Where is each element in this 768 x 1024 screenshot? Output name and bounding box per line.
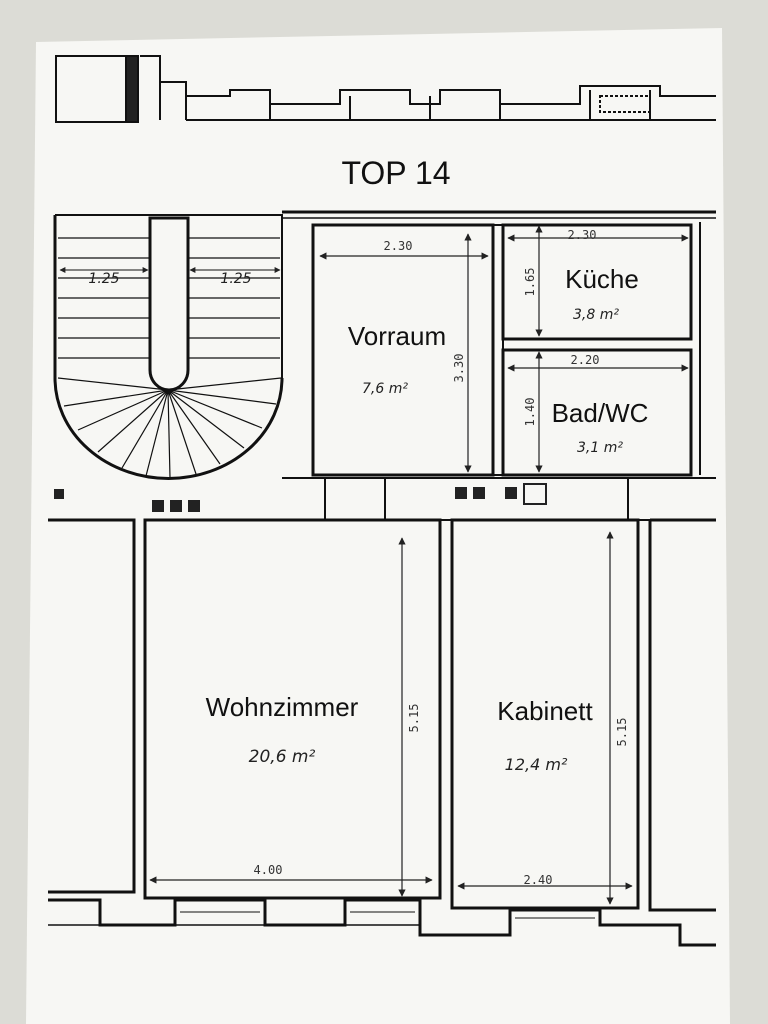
room-area-wohnzimmer: 20,6 m² — [249, 747, 316, 767]
room-area-kabinett: 12,4 m² — [505, 755, 568, 774]
dim-bad-depth: 1.40 — [523, 398, 537, 427]
upper-strip — [55, 55, 716, 123]
room-name-kabinett: Kabinett — [497, 696, 593, 726]
dim-wohnzimmer-width: 4.00 — [254, 863, 283, 877]
paper-sheet — [26, 28, 730, 1024]
stair-width-left: 1.25 — [88, 271, 119, 287]
vent-markers — [54, 483, 547, 512]
dim-bad-width: 2.20 — [571, 353, 600, 367]
room-name-wohnzimmer: Wohnzimmer — [206, 692, 359, 722]
dim-wohnzimmer-depth: 5.15 — [407, 704, 421, 733]
stair-width-right: 1.25 — [220, 271, 251, 287]
room-area-vorraum: 7,6 m² — [362, 381, 408, 397]
room-name-vorraum: Vorraum — [348, 321, 446, 351]
dim-kabinett-width: 2.40 — [524, 873, 553, 887]
staircase — [53, 214, 284, 480]
walls — [48, 210, 716, 947]
dim-kueche-depth: 1.65 — [523, 268, 537, 297]
room-area-kueche: 3,8 m² — [573, 307, 619, 323]
dim-vorraum-depth: 3.30 — [452, 354, 466, 383]
room-name-kueche: Küche — [565, 264, 639, 294]
dim-kabinett-depth: 5.15 — [615, 718, 629, 747]
plan-title: TOP 14 — [341, 155, 450, 191]
dim-kueche-width: 2.30 — [568, 228, 597, 242]
room-area-bad: 3,1 m² — [577, 440, 623, 456]
room-name-bad: Bad/WC — [552, 398, 649, 428]
dim-vorraum-width: 2.30 — [384, 239, 413, 253]
dimension-lines — [149, 225, 689, 905]
